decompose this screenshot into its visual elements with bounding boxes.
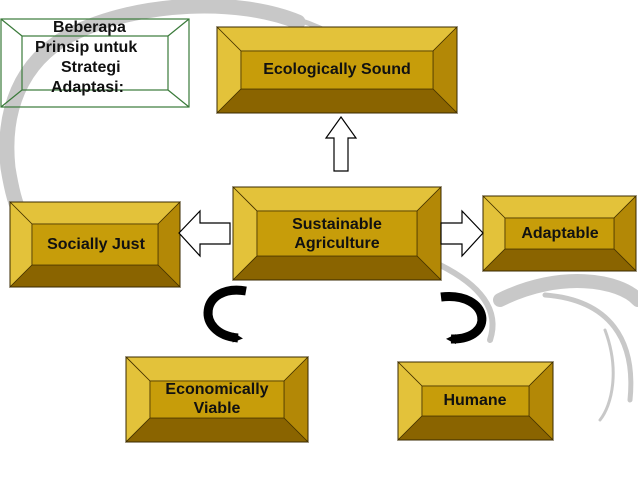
top-box-text: Ecologically Sound: [263, 60, 411, 78]
note-frame: [0, 18, 190, 108]
bottom-left-box-line: Viable: [193, 400, 241, 417]
curved-arrow-left: [203, 285, 247, 343]
left-box-label: Socially Just: [32, 222, 160, 268]
arrow-left: [178, 209, 231, 258]
right-box-text: Adaptable: [521, 224, 599, 242]
background-swirl: [0, 0, 638, 422]
left-box-text: Socially Just: [47, 235, 145, 253]
left-box: [9, 201, 181, 288]
bottom-left-box-line: Economically: [165, 381, 269, 399]
note-line: Beberapa: [53, 19, 126, 36]
note-line: Prinsip untuk: [35, 39, 138, 56]
curved-arrow-right: [440, 292, 487, 345]
bottom-right-box-text: Humane: [443, 391, 507, 409]
right-box: [482, 195, 637, 272]
note-title: Beberapa Prinsip untuk Strategi Adaptasi…: [0, 0, 190, 108]
note-line: Strategi: [61, 59, 121, 76]
note-line: Adaptasi:: [51, 79, 124, 96]
arrow-up: [324, 115, 358, 172]
center-box-line: Agriculture: [294, 235, 380, 252]
bottom-right-box: [397, 361, 554, 441]
center-box: [232, 186, 442, 281]
top-box-label: Ecologically Sound: [241, 52, 433, 88]
bottom-right-box-label: Humane: [423, 383, 527, 419]
bottom-left-box: [125, 356, 309, 443]
top-box: [216, 26, 458, 114]
arrow-right: [440, 209, 484, 258]
right-box-label: Adaptable: [506, 217, 614, 251]
center-box-label: Sustainable Agriculture: [260, 208, 414, 262]
bottom-left-box-label: Economically Viable: [152, 378, 282, 422]
center-box-line: Sustainable: [292, 216, 382, 234]
